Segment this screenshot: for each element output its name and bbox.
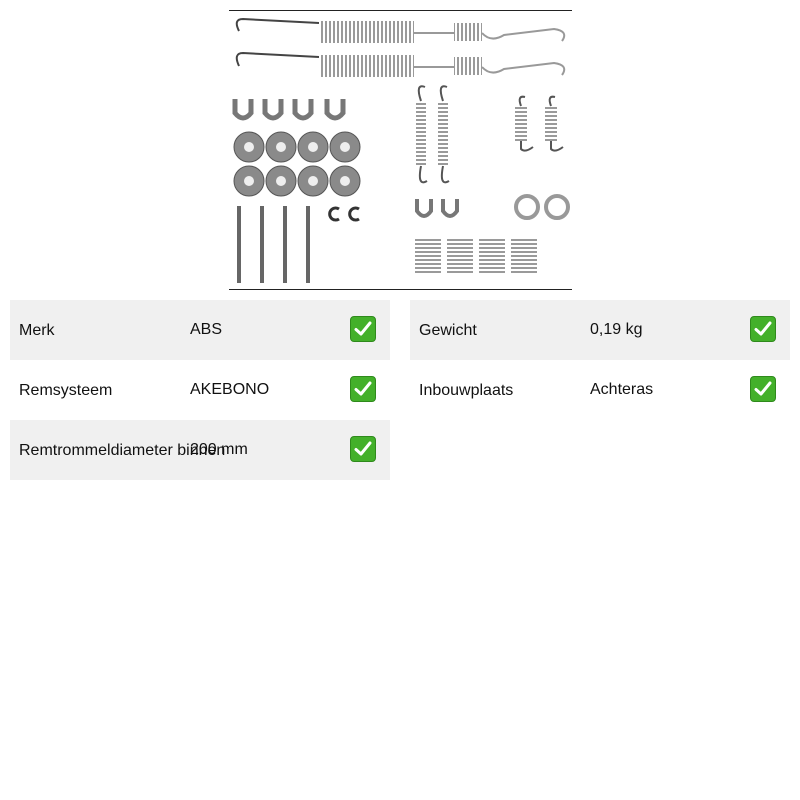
spec-label: Gewicht (419, 322, 477, 339)
spec-value: 200 mm (190, 441, 248, 458)
spec-table-right: Gewicht 0,19 kg Inbouwplaats Achteras (410, 300, 790, 420)
spec-label: Inbouwplaats (419, 382, 514, 399)
spec-label: Remtrommeldiameter binnen (19, 442, 226, 459)
long-spring (235, 51, 566, 77)
check-mark-icon (350, 436, 376, 462)
check-mark-icon (750, 376, 776, 402)
spec-label: Remsysteem (19, 382, 113, 399)
spec-label: Merk (19, 322, 55, 339)
spec-value: AKEBONO (190, 381, 270, 398)
check-mark-icon (350, 376, 376, 402)
check-mark-icon (350, 316, 376, 342)
spec-value: 0,19 kg (590, 321, 643, 338)
hold-down-pins (237, 206, 310, 283)
spec-row: Gewicht 0,19 kg (410, 300, 790, 360)
long-spring (235, 17, 566, 43)
spec-row: Remsysteem AKEBONO (10, 360, 390, 420)
spec-row: Inbouwplaats Achteras (410, 360, 790, 420)
u-clips (232, 99, 346, 121)
brake-kit-illustration (232, 17, 570, 283)
e-clips (328, 206, 360, 222)
small-springs (515, 95, 564, 152)
coil-springs (415, 239, 537, 274)
product-image (229, 10, 572, 290)
spec-row: Remtrommeldiameter binnen 200 mm (10, 420, 390, 480)
check-mark-icon (750, 316, 776, 342)
rings (514, 194, 570, 220)
spec-value: ABS (190, 321, 223, 338)
return-springs (416, 85, 450, 184)
small-u-clips (415, 199, 459, 218)
spec-table-left: Merk ABS Remsysteem AKEBONO Remtrommeldi… (10, 300, 390, 480)
washers (233, 131, 361, 197)
spec-value: Achteras (590, 381, 654, 398)
spec-row: Merk ABS (10, 300, 390, 360)
